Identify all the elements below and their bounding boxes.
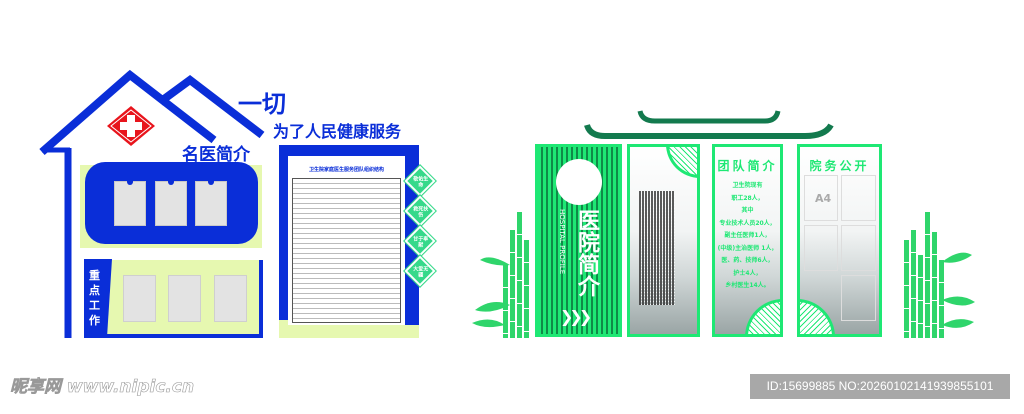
team-text: 卫生院现有职工28人，其中专业技术人员20人，副主任医师1人，(中级)主治医师 … — [717, 182, 778, 289]
chevrons-icon: ❯❯❯ — [560, 307, 592, 326]
org-chart-sheet: 卫生院家庭医生服务团队组织结构 — [288, 156, 405, 325]
photo-circle — [556, 159, 602, 205]
org-board-frame-side — [279, 255, 289, 320]
a4-slot — [841, 275, 876, 321]
work-card — [123, 275, 156, 322]
eave-roof-icon — [584, 110, 834, 139]
house-roof-outline — [39, 69, 265, 338]
slogan-line2: 为了人民健康服务 — [273, 122, 402, 141]
doctor-card — [155, 181, 187, 226]
profile-title: 医院简介 — [574, 209, 599, 297]
a4-slot: A4 — [804, 175, 838, 221]
profile-text-panel — [627, 144, 700, 337]
doctor-card — [114, 181, 146, 226]
watermark-site-logo: 昵享网 www.nipic.cn — [10, 377, 195, 398]
work-card — [214, 275, 247, 322]
red-cross-logo-icon — [107, 106, 155, 146]
key-work-label-box — [84, 259, 112, 338]
org-chart-table — [292, 178, 401, 323]
team-profile-panel: 团队简介 卫生院现有职工28人，其中专业技术人员20人，副主任医师1人，(中级)… — [712, 144, 783, 337]
lattice-ornament-icon — [797, 299, 835, 337]
key-work-right-edge — [259, 260, 263, 338]
famous-doctors-title: 名医简介 — [182, 145, 250, 165]
hospital-profile-panel: 医院简介 HOSPITAL PROFILE ❯❯❯ — [535, 144, 622, 337]
team-title: 团队简介 — [717, 159, 778, 173]
text-placeholder-block — [639, 191, 675, 305]
org-chart-title: 卫生院家庭医生服务团队组织结构 — [308, 167, 384, 173]
lattice-ornament-icon — [745, 299, 783, 337]
work-card — [168, 275, 201, 322]
a4-slot — [841, 175, 876, 221]
a4-slot — [804, 225, 838, 271]
slogan-line1: 一切 — [238, 90, 286, 118]
a4-slot — [841, 225, 876, 271]
key-work-title: 重点工作 — [89, 269, 100, 327]
doctor-card — [195, 181, 227, 226]
affairs-title: 院务公开 — [809, 159, 870, 173]
lattice-ornament-icon — [666, 144, 700, 178]
affairs-panel: 院务公开 A4 — [797, 144, 882, 337]
watermark-id-badge: ID:15699885 NO:20260102141939855101 — [750, 374, 1010, 399]
profile-subtitle: HOSPITAL PROFILE — [558, 209, 566, 275]
